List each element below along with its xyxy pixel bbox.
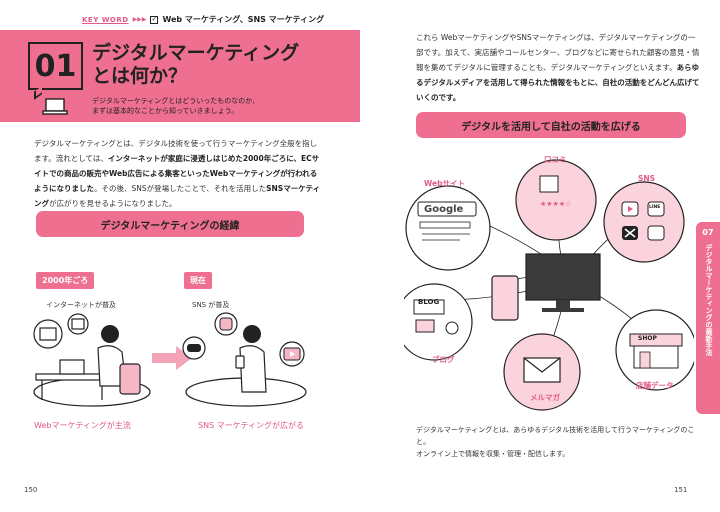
node-label-web: Webサイト <box>424 179 465 188</box>
era-caption-internet: インターネットが普及 <box>46 301 116 309</box>
google-logo-text: Google <box>424 204 464 215</box>
keyword-arrows: ▶▶▶ <box>132 16 147 23</box>
blog-sign-text: BLOG <box>418 298 440 306</box>
era-result-sns: SNS マーケティングが広がる <box>198 421 305 430</box>
page-number-left: 150 <box>24 486 38 494</box>
title-line-2: とは何か？ <box>92 65 188 87</box>
body-bold: SNSマーケティング <box>34 184 321 208</box>
laptop-icon <box>42 98 68 115</box>
node-label-mailmag: メルマガ <box>530 393 560 402</box>
keyword-list: Web マーケティング、SNS マーケティング <box>162 15 325 24</box>
era-tag-2000: 2000年ごろ <box>36 272 95 289</box>
caption-line-2: オンライン上で情報を収集・管理・配信します。 <box>416 450 570 458</box>
review-stars: ★★★★☆ <box>540 200 572 208</box>
keyword-header: KEY WORD ▶▶▶ ✓ Web マーケティング、SNS マーケティング <box>82 14 324 25</box>
body-bold: インターネットが家庭に浸透しはじめた2000年ごろに、ECサイトでの商品の販売や… <box>34 154 320 193</box>
section-number: 01 <box>28 42 83 90</box>
body-text-left: デジタルマーケティングとは、デジタル技術を使って行うマーケティング全般を指します… <box>34 136 324 211</box>
node-label-review: 口コミ <box>544 155 567 164</box>
era-caption-sns: SNS が普及 <box>192 301 230 309</box>
page-number-right: 151 <box>674 486 688 494</box>
body-bold: あらゆるデジタルメディアを活用して得られた情報をもとに、自社の活動をどんどん広げ… <box>416 63 700 102</box>
page-title: デジタルマーケティング とは何か？ <box>92 42 299 88</box>
section-heading-history: デジタルマーケティングの経緯 <box>36 211 304 237</box>
body-text: が広がりを見せるようになりました。 <box>49 199 177 208</box>
arrow-right-icon <box>152 346 192 370</box>
body-text: デジタルマーケティングとは、デジタル技術を使って行うマーケティング全般を指します… <box>34 139 318 163</box>
title-line-1: デジタルマーケティング <box>92 42 300 64</box>
caption-line-1: デジタルマーケティングとは、あらゆるデジタル技術を活用して行うマーケティングのこ… <box>416 426 695 446</box>
diagram-caption: デジタルマーケティングとは、あらゆるデジタル技術を活用して行うマーケティングのこ… <box>416 424 696 460</box>
section-heading-expand: デジタルを活用して自社の活動を広げる <box>416 112 686 138</box>
body-text-right: これら WebマーケティングやSNSマーケティングは、デジタルマーケティングの一… <box>416 30 700 105</box>
subtitle: デジタルマーケティングとはどういったものなのか、 まずは基本的なことから知ってい… <box>92 96 259 116</box>
shop-sign-text: SHOP <box>638 335 657 342</box>
node-label-store: 店舗データ <box>636 381 674 390</box>
check-icon: ✓ <box>150 15 159 24</box>
chapter-number: 07 <box>702 228 714 237</box>
subtitle-line-1: デジタルマーケティングとはどういったものなのか、 <box>92 97 260 105</box>
era-result-web: Webマーケティングが主流 <box>34 421 131 430</box>
body-text: 。その後、SNSが登場したことで、それを活用した <box>94 184 267 193</box>
era-tag-now: 現在 <box>184 272 212 289</box>
subtitle-line-2: まずは基本的なことから知っていきましょう。 <box>92 107 239 115</box>
node-label-sns: SNS <box>638 174 656 183</box>
digital-marketing-diagram <box>404 159 694 411</box>
person-at-laptop-illustration <box>33 313 151 407</box>
left-page: KEY WORD ▶▶▶ ✓ Web マーケティング、SNS マーケティング 0… <box>0 14 360 494</box>
node-label-blog: ブログ <box>432 355 455 364</box>
person-with-smartphone-illustration <box>182 312 307 407</box>
body-text: これら WebマーケティングやSNSマーケティングは、デジタルマーケティングの一… <box>416 33 700 72</box>
line-icon-text: LINE <box>649 205 661 210</box>
chapter-side-tab: 07 デジタルマーケティングの最新手法 <box>696 222 720 414</box>
chapter-title: デジタルマーケティングの最新手法 <box>705 244 713 356</box>
keyword-tag: KEY WORD <box>82 15 129 24</box>
right-page: これら WebマーケティングやSNSマーケティングは、デジタルマーケティングの一… <box>360 0 720 512</box>
